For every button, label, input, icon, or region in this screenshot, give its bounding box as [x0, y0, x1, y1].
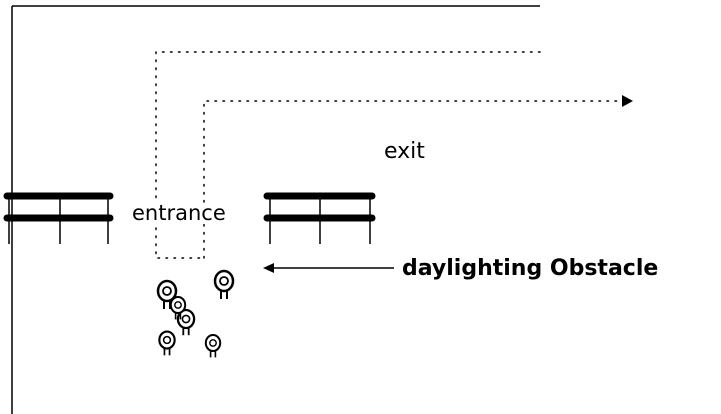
person-head-icon [213, 269, 235, 299]
bench-right [263, 192, 376, 244]
person-head-icon [176, 308, 196, 336]
entrance-label: entrance [131, 201, 227, 225]
obstacle-pointer-arrow [263, 263, 394, 273]
exit-arrowhead-icon [622, 95, 633, 107]
person-head-icon [156, 279, 178, 309]
exit-dotted-path [203, 100, 623, 259]
building-wall [11, 5, 540, 414]
person-head-icon [169, 295, 187, 320]
crowd-obstacle [156, 269, 235, 358]
person-head-icon [158, 330, 176, 356]
exit-label: exit [384, 139, 425, 164]
person-head-icon [204, 333, 222, 358]
daylighting-obstacle-label: daylighting Obstacle [402, 256, 659, 281]
bench-left [3, 192, 114, 244]
outer-dotted-path [155, 51, 541, 259]
